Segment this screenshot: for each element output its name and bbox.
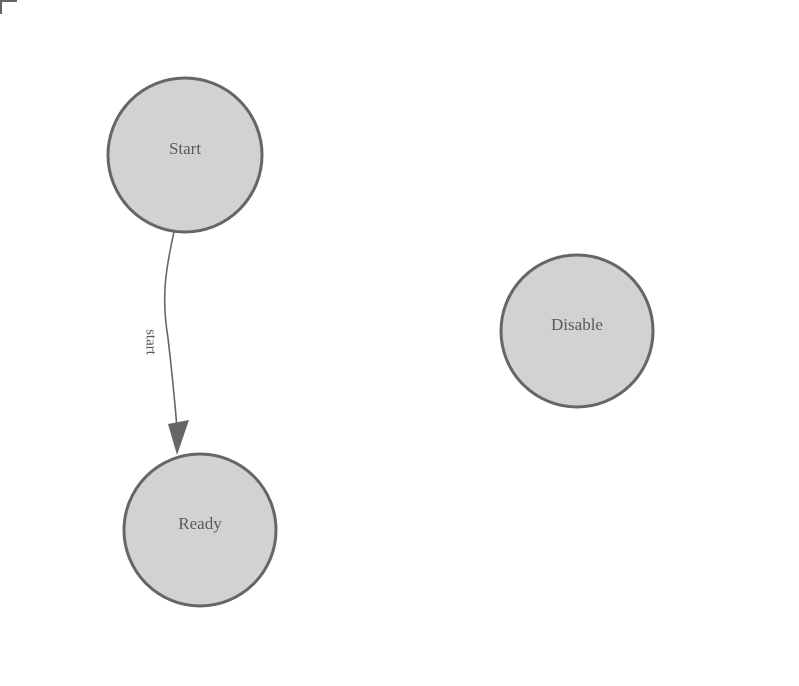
edge-path (163, 231, 178, 429)
node-start-label: Start (169, 139, 201, 158)
edge-label-start: start (143, 329, 159, 356)
node-start-shape[interactable] (106, 76, 264, 234)
corner-bracket-icon (0, 0, 17, 14)
edge-start-to-ready[interactable]: start (143, 231, 189, 455)
node-ready-label: Ready (178, 514, 222, 533)
node-disable[interactable]: Disable (499, 253, 655, 409)
node-ready[interactable]: Ready (122, 452, 278, 608)
arrowhead-icon (168, 420, 189, 455)
node-ready-shape[interactable] (122, 452, 278, 608)
node-disable-shape[interactable] (499, 253, 655, 409)
node-disable-label: Disable (551, 315, 603, 334)
node-start[interactable]: Start (106, 76, 264, 234)
